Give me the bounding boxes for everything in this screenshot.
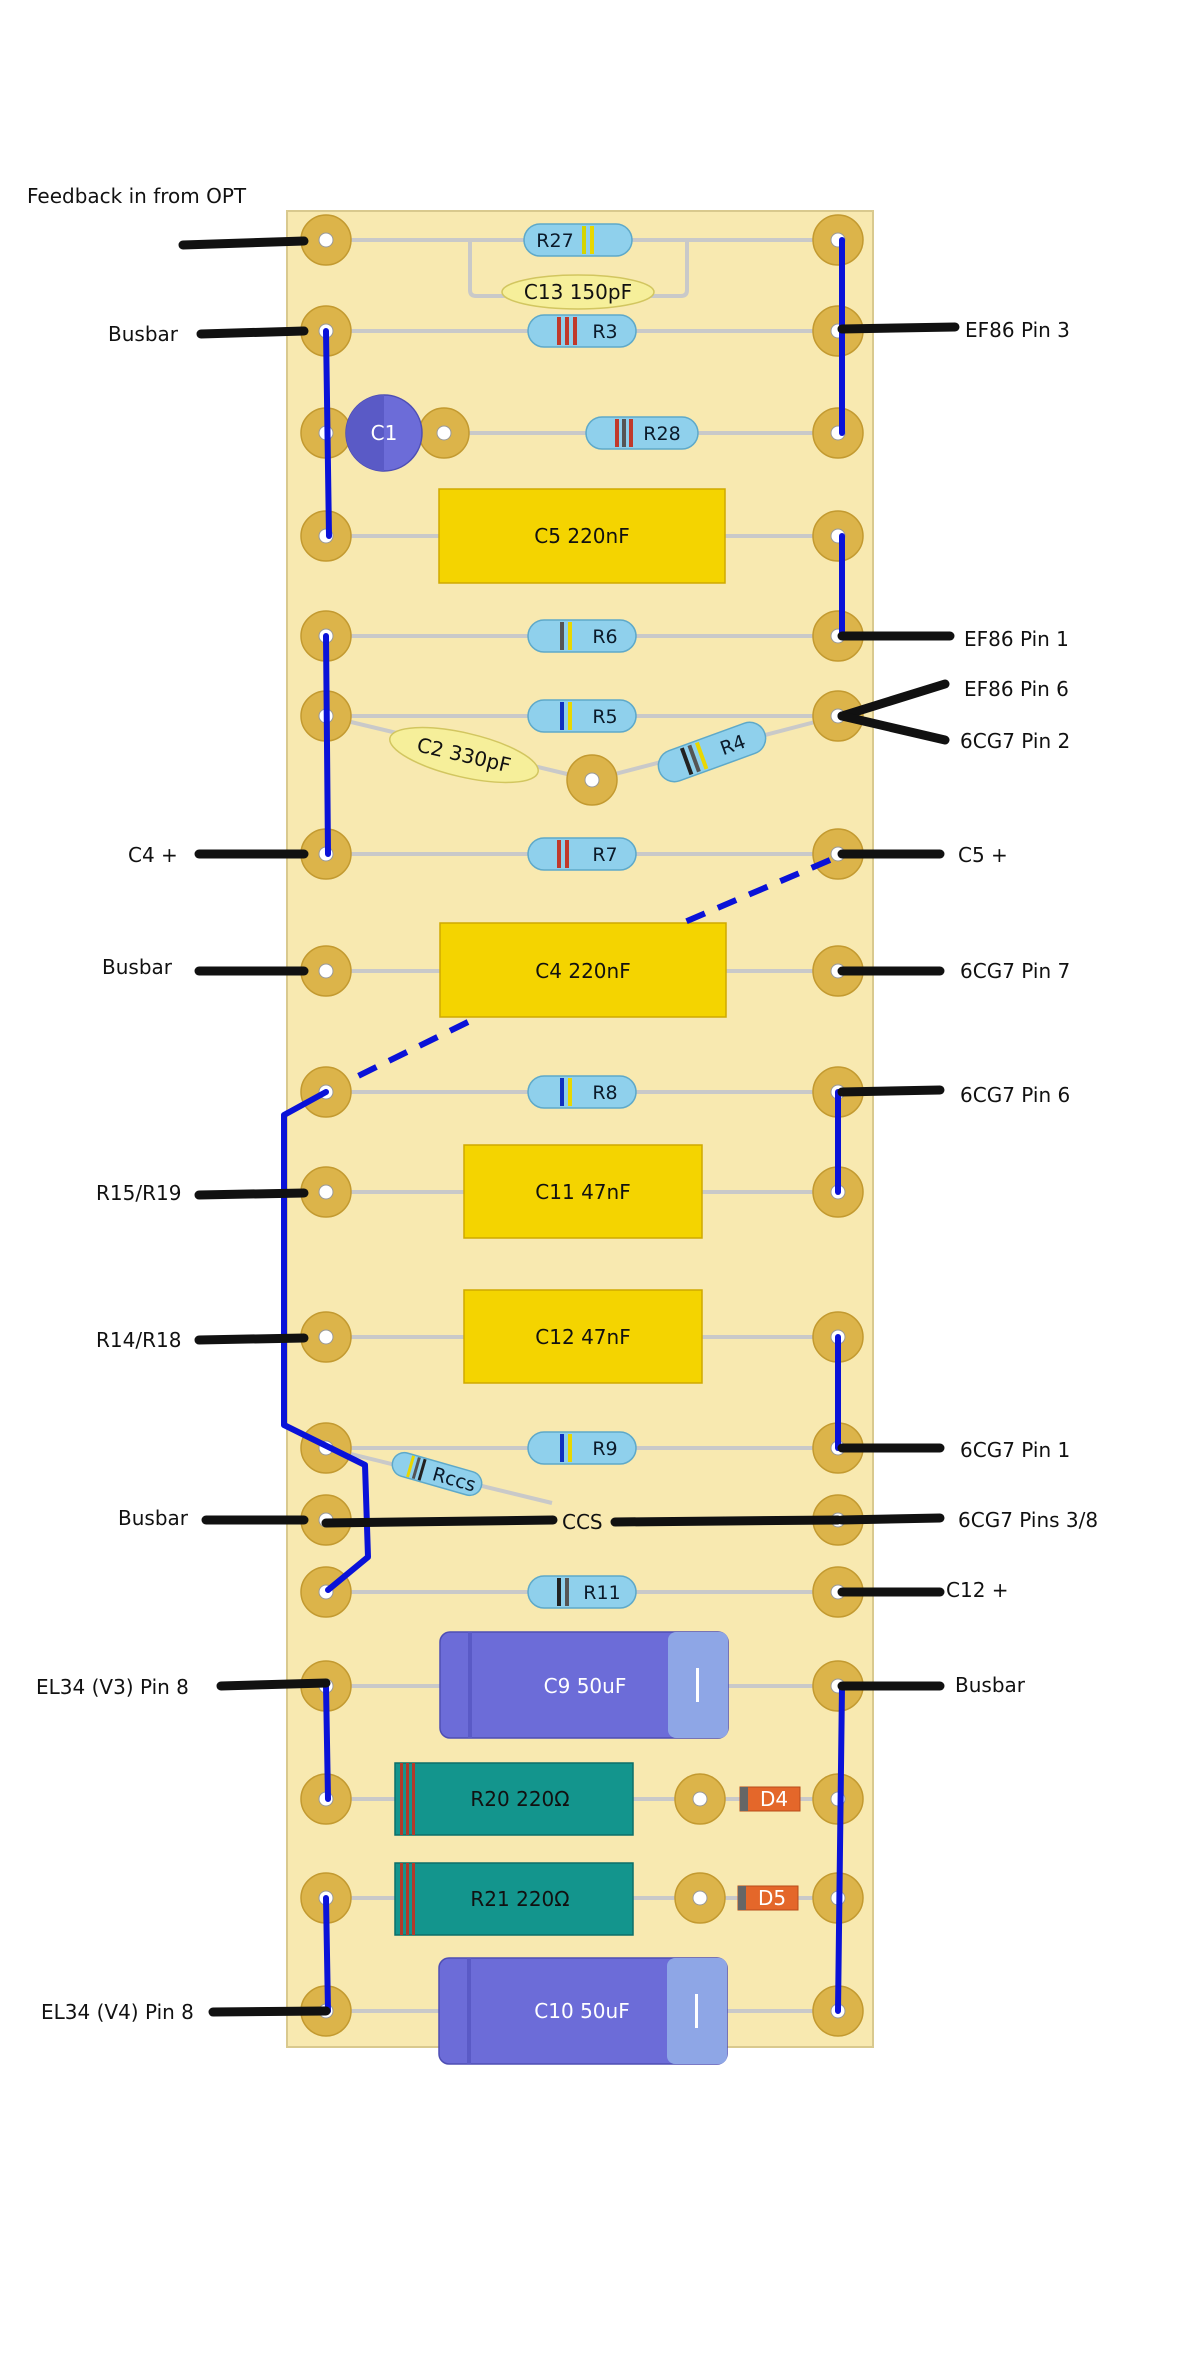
c12-capacitor: C12 47nF	[463, 1289, 703, 1384]
label-ef86-pin6: EF86 Pin 6	[964, 677, 1069, 701]
label-el34-v4-pin8: EL34 (V4) Pin 8	[41, 2000, 194, 2024]
c9-label: C9 50uF	[544, 1674, 627, 1698]
c4-label: C4 220nF	[535, 959, 630, 983]
r8-resistor: R8	[527, 1075, 637, 1109]
label-c5-plus: C5 +	[958, 843, 1008, 867]
label-c12-plus: C12 +	[946, 1578, 1009, 1602]
r20-resistor: R20 220Ω	[394, 1762, 634, 1836]
c11-label: C11 47nF	[535, 1180, 630, 1204]
r5-label: R5	[592, 706, 617, 728]
r21-label: R21 220Ω	[470, 1887, 569, 1911]
r9-label: R9	[592, 1438, 617, 1460]
r6-resistor: R6	[527, 619, 637, 653]
label-busbar-2: Busbar	[102, 955, 173, 979]
c5-capacitor: C5 220nF	[438, 488, 726, 584]
r11-resistor: R11	[527, 1575, 637, 1609]
c1-label: C1	[371, 421, 398, 445]
turret-pads	[300, 214, 864, 2037]
external-leads	[178, 236, 960, 2017]
r28-resistor: R28	[585, 416, 699, 450]
c10-capacitor: C10 50uF	[438, 1957, 728, 2065]
label-ef86-pin3: EF86 Pin 3	[965, 318, 1070, 342]
label-ccs: CCS	[562, 1510, 603, 1534]
r27-resistor: R27	[523, 223, 633, 257]
r5-resistor: R5	[527, 699, 637, 733]
label-r14-r18: R14/R18	[96, 1328, 181, 1352]
c10-label: C10 50uF	[534, 1999, 629, 2023]
c13-label: C13 150pF	[524, 280, 632, 304]
r7-label: R7	[592, 844, 617, 866]
r20-label: R20 220Ω	[470, 1787, 569, 1811]
label-c4-plus: C4 +	[128, 843, 178, 867]
label-ef86-pin1: EF86 Pin 1	[964, 627, 1069, 651]
r8-label: R8	[592, 1082, 617, 1104]
c11-capacitor: C11 47nF	[463, 1144, 703, 1239]
r21-resistor: R21 220Ω	[394, 1862, 634, 1936]
label-6cg7-pin2: 6CG7 Pin 2	[960, 729, 1070, 753]
label-6cg7-pin6: 6CG7 Pin 6	[960, 1083, 1070, 1107]
r27-label: R27	[536, 230, 573, 252]
r28-label: R28	[643, 423, 680, 445]
board-wiring	[281, 237, 845, 2014]
r4-resistor: R4	[657, 721, 767, 783]
label-6cg7-pins-3-8: 6CG7 Pins 3/8	[958, 1508, 1098, 1532]
label-el34-v3-pin8: EL34 (V3) Pin 8	[36, 1675, 189, 1699]
c12-label: C12 47nF	[535, 1325, 630, 1349]
d5-label: D5	[758, 1886, 786, 1910]
label-busbar-1: Busbar	[108, 322, 179, 346]
c4-capacitor: C4 220nF	[439, 922, 727, 1018]
r11-label: R11	[583, 1582, 620, 1604]
label-busbar-4: Busbar	[955, 1673, 1026, 1697]
c5-label: C5 220nF	[534, 524, 629, 548]
d4-label: D4	[760, 1787, 788, 1811]
d4-diode: D4	[739, 1786, 801, 1812]
r3-label: R3	[592, 321, 617, 343]
label-6cg7-pin7: 6CG7 Pin 7	[960, 959, 1070, 983]
r9-resistor: R9	[527, 1431, 637, 1465]
label-feedback: Feedback in from OPT	[27, 184, 247, 208]
label-6cg7-pin1: 6CG7 Pin 1	[960, 1438, 1070, 1462]
label-busbar-3: Busbar	[118, 1506, 189, 1530]
c1-capacitor: C1	[345, 394, 423, 472]
label-r15-r19: R15/R19	[96, 1181, 181, 1205]
r7-resistor: R7	[527, 837, 637, 871]
c13-capacitor: C13 150pF	[501, 274, 655, 310]
c9-capacitor: C9 50uF	[439, 1631, 729, 1739]
r6-label: R6	[592, 626, 617, 648]
d5-diode: D5	[737, 1885, 799, 1911]
board-wiring-dashed	[348, 857, 832, 1083]
r3-resistor: R3	[527, 314, 637, 348]
